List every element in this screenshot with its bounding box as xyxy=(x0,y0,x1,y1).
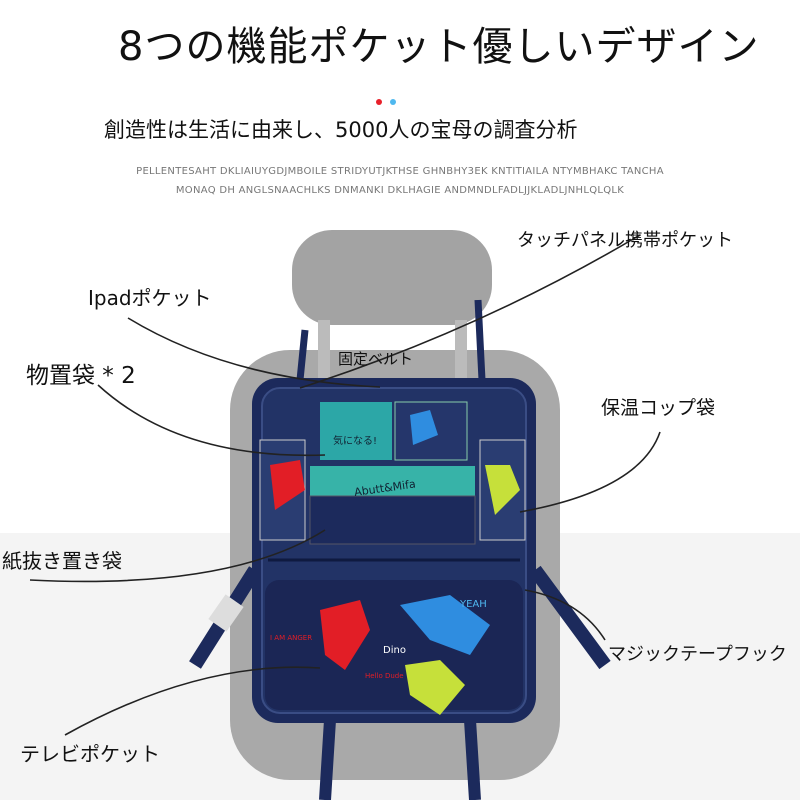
headrest xyxy=(292,230,492,325)
hello-text: Hello Dude xyxy=(365,672,404,680)
callout-lines xyxy=(29,234,661,736)
anger-text: I AM ANGER xyxy=(270,634,312,642)
touch-panel-pocket xyxy=(320,402,392,460)
label-storage: 物置袋 * 2 xyxy=(26,363,136,389)
note-text: 気になる! xyxy=(333,434,377,447)
label-velcro: マジックテープフック xyxy=(608,644,787,665)
yeah-text: YEAH xyxy=(459,599,487,610)
tissue-pocket xyxy=(310,466,475,496)
lorem-line-2: MONAQ DH ANGLSNAACHLKS DNMANKI DKLHAGIE … xyxy=(175,185,625,196)
label-touch-panel: タッチパネル携帯ポケット xyxy=(517,230,733,251)
blue-dot xyxy=(390,99,396,105)
label-tissue: 紙抜き置き袋 xyxy=(2,549,122,573)
buckle xyxy=(208,594,244,632)
red-dot xyxy=(376,99,382,105)
dino-text: Dino xyxy=(383,645,406,656)
label-ipad: Ipadポケット xyxy=(88,286,212,310)
subtitle: 創造性は生活に由来し、5000人の宝母の調査分析 xyxy=(104,118,578,142)
fixed-belt xyxy=(296,299,486,381)
label-tv: テレビポケット xyxy=(20,742,160,766)
yellow-dino xyxy=(405,660,465,715)
blue-dino xyxy=(400,595,490,655)
label-cup: 保温コップ袋 xyxy=(601,397,716,419)
lorem-line-1: PELLENTESAHT DKLIAIUYGDJMBOILE STRIDYUTJ… xyxy=(136,166,664,177)
label-belt: 固定ベルト xyxy=(338,350,414,368)
red-dino xyxy=(320,600,370,670)
page-title: 8つの機能ポケット優しいデザイン xyxy=(118,24,760,70)
